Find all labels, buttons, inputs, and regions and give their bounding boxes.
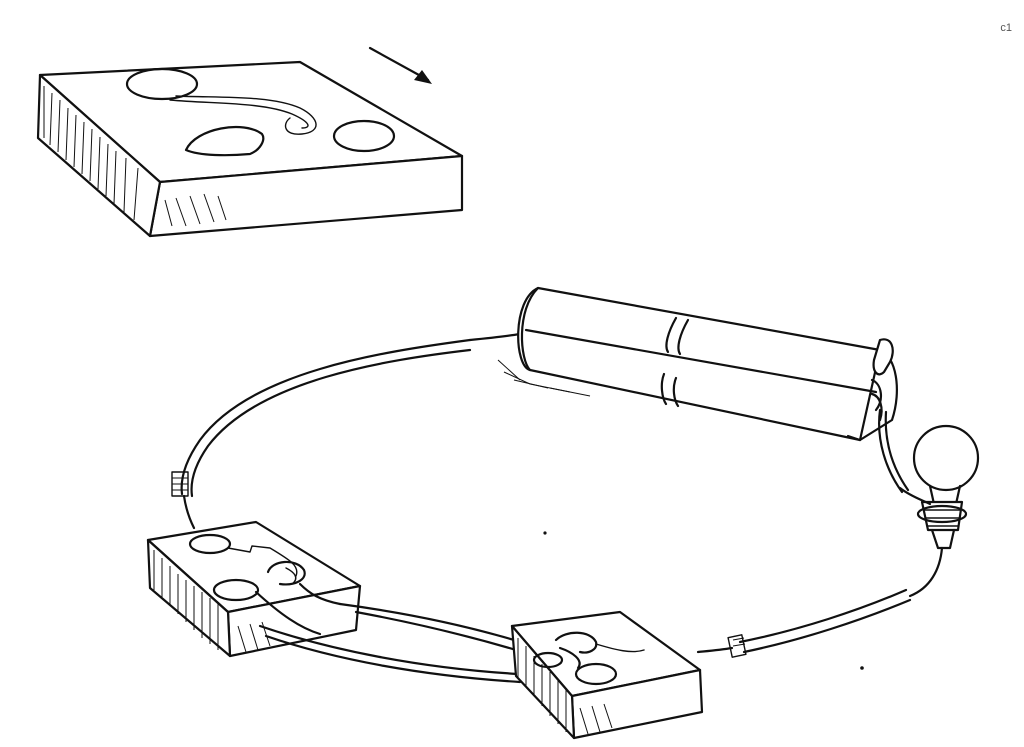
battery-cell xyxy=(497,286,898,442)
template-grooves xyxy=(125,67,396,157)
battery-shadow xyxy=(497,359,591,397)
main-wire-loop xyxy=(171,332,944,658)
wire-coil-right xyxy=(727,634,747,658)
template-board-hatching xyxy=(43,86,227,227)
wire-coil-left xyxy=(171,471,189,497)
light-bulb xyxy=(898,424,980,550)
circuit-board-left-hatching xyxy=(153,550,271,653)
arrow-down-right-icon xyxy=(368,46,432,84)
template-board xyxy=(36,60,464,238)
circuit-board-left xyxy=(146,520,362,658)
circuit-board-right xyxy=(510,610,704,740)
ink-dot xyxy=(543,531,547,535)
corner-mark: c1 xyxy=(1000,22,1012,34)
ink-dot xyxy=(860,666,864,670)
board-connecting-wires xyxy=(258,602,522,684)
